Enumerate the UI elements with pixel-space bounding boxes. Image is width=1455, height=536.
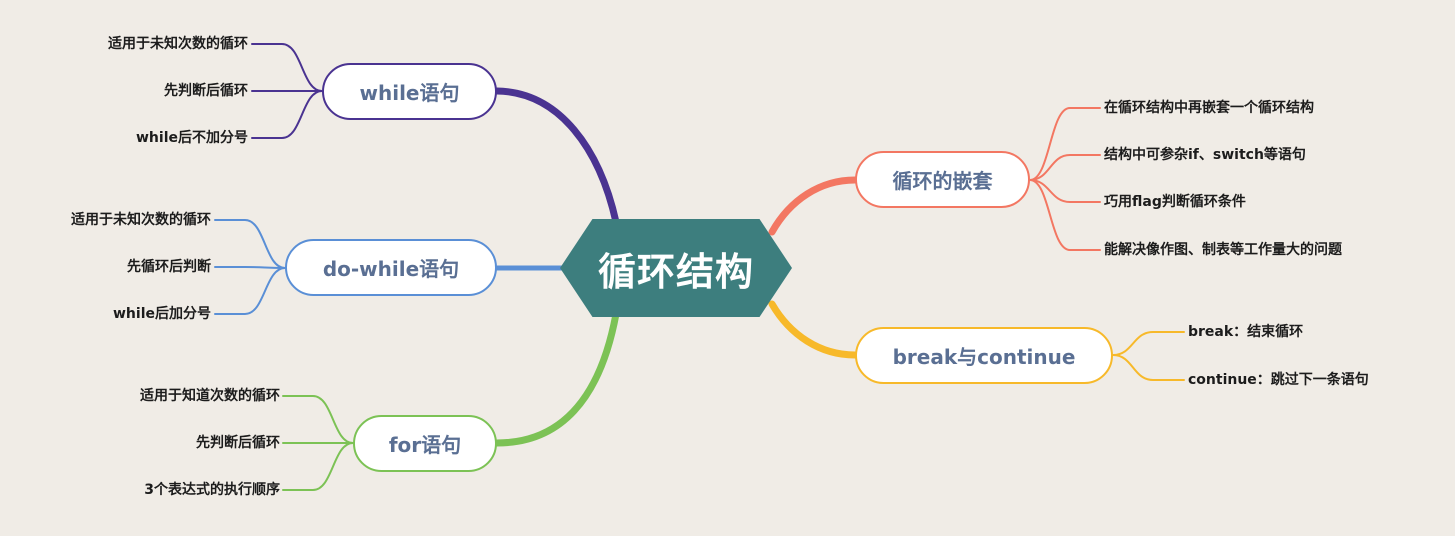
- fork-while-1: [251, 43, 323, 92]
- fork-loop-nesting-2: [1029, 154, 1101, 181]
- central-topic[interactable]: 循环结构: [560, 219, 792, 317]
- leaf-while-1[interactable]: 适用于未知次数的循环: [108, 36, 248, 52]
- fork-loop-nesting-3: [1029, 179, 1101, 203]
- fork-break-continue-1: [1112, 331, 1185, 356]
- branch-break-continue[interactable]: break与continue: [855, 327, 1113, 384]
- leaf-nesting-1[interactable]: 在循环结构中再嵌套一个循环结构: [1104, 100, 1314, 116]
- leaf-break[interactable]: break：结束循环: [1188, 324, 1304, 340]
- branch-for[interactable]: for语句: [353, 415, 497, 472]
- fork-while-3: [251, 90, 323, 139]
- fork-do-while-1: [214, 219, 286, 269]
- leaf-do-while-1[interactable]: 适用于未知次数的循环: [71, 212, 211, 228]
- leaf-while-3[interactable]: while后不加分号: [136, 130, 248, 146]
- branch-do-while[interactable]: do-while语句: [285, 239, 497, 296]
- fork-loop-nesting-4: [1029, 179, 1101, 251]
- fork-for-1: [282, 395, 354, 444]
- leaf-nesting-4[interactable]: 能解决像作图、制表等工作量大的问题: [1104, 242, 1342, 258]
- leaf-for-3[interactable]: 3个表达式的执行顺序: [144, 482, 280, 498]
- fork-do-while-3: [214, 267, 286, 315]
- fork-break-continue-2: [1112, 354, 1185, 381]
- leaf-while-2[interactable]: 先判断后循环: [164, 83, 248, 99]
- leaf-nesting-3[interactable]: 巧用flag判断循环条件: [1104, 194, 1246, 210]
- trunk-for: [493, 310, 620, 447]
- trunk-loop-nesting: [768, 176, 859, 236]
- leaf-for-2[interactable]: 先判断后循环: [196, 435, 280, 451]
- trunk-while: [493, 87, 620, 226]
- leaf-do-while-2[interactable]: 先循环后判断: [127, 259, 211, 275]
- leaf-nesting-2[interactable]: 结构中可参杂if、switch等语句: [1104, 147, 1306, 163]
- trunk-break-continue: [768, 300, 859, 359]
- leaf-continue[interactable]: continue：跳过下一条语句: [1188, 372, 1369, 388]
- branch-while[interactable]: while语句: [322, 63, 497, 120]
- fork-loop-nesting-1: [1029, 107, 1101, 181]
- leaf-for-1[interactable]: 适用于知道次数的循环: [140, 388, 280, 404]
- fork-for-3: [282, 442, 354, 491]
- leaf-do-while-3[interactable]: while后加分号: [113, 306, 211, 322]
- fork-do-while-2: [214, 266, 286, 269]
- branch-loop-nesting[interactable]: 循环的嵌套: [855, 151, 1030, 208]
